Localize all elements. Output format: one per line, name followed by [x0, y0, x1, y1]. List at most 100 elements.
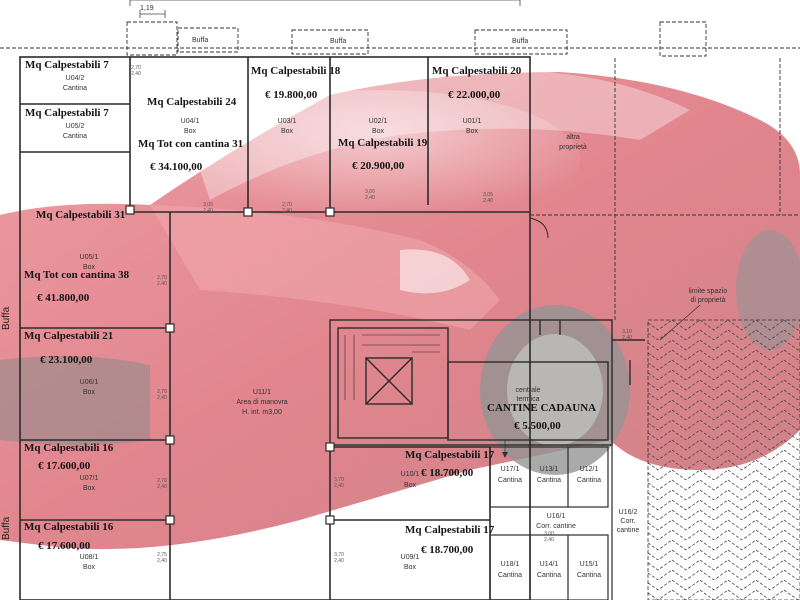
unit-u05-1-area: Mq Calpestabili 31 [36, 209, 126, 221]
buffa-label: Buffa [512, 38, 529, 45]
stair-block [329, 319, 645, 446]
unit-u01-1-type: Box [465, 128, 479, 135]
door-dimension: 2,40 [157, 395, 167, 401]
unit-u03-1-code: U03/1 [277, 118, 297, 125]
cellars-grid [489, 445, 613, 600]
cellar-u18-1-type: Cantina [497, 572, 523, 579]
door-dimension: 2,40 [544, 537, 554, 543]
cantine-cadauna-price: € 5.500,00 [514, 420, 561, 432]
door-dimension: 3,10 [622, 329, 632, 335]
unit-u07-1-type: Box [82, 485, 96, 492]
unit-u10-1-price: € 18.700,00 [421, 467, 474, 479]
unit-u06-1-price: € 23.100,00 [40, 354, 93, 366]
door-dimension: 2,40 [157, 281, 167, 287]
door-dimension: 2,40 [282, 208, 292, 214]
door-dimension: 2,40 [203, 208, 213, 214]
unit-u08-1-area: Mq Calpestabili 16 [24, 521, 114, 533]
unit-u05-2-area: Mq Calpestabili 7 [25, 107, 109, 119]
limite-leader [659, 304, 701, 341]
door-dimension: 2,40 [131, 71, 141, 77]
door-dimension: 2,40 [622, 335, 632, 341]
cellar-u16-1-code: U16/1 [546, 513, 566, 520]
unit-u09-1-type: Box [403, 564, 417, 571]
unit-u11-1-line2: H. int. m3,00 [242, 409, 282, 416]
unit-u01-1-price: € 22.000,00 [448, 89, 501, 101]
annotation-altra: altra [566, 134, 580, 141]
door-dimension: 2,70 [157, 389, 167, 395]
cellar-u15-1-code: U15/1 [579, 561, 599, 568]
door-dimension: 3,70 [334, 552, 344, 558]
door-dimension: 2,40 [157, 484, 167, 490]
cellar-u15-1-type: Cantina [576, 572, 602, 579]
dimension-label: 1,19 [140, 5, 154, 12]
cellar-u13-1-code: U13/1 [539, 466, 559, 473]
unit-u07-1-code: U07/1 [79, 475, 99, 482]
unit-u10-1-type: Box [403, 482, 417, 489]
unit-u10-1-area: Mq Calpestabili 17 [405, 449, 495, 461]
unit-u04-2-area: Mq Calpestabili 7 [25, 59, 109, 71]
door-dimension: 2,70 [282, 202, 292, 208]
unit-u03-1-area: Mq Calpestabili 18 [251, 65, 341, 77]
unit-u05-2-code: U05/2 [65, 123, 85, 130]
unit-u02-1-price: € 20.900,00 [352, 160, 405, 172]
unit-u11-1-line1: Area di manovra [236, 399, 288, 406]
door-dimension: 2,70 [157, 275, 167, 281]
unit-u09-1-area: Mq Calpestabili 17 [405, 524, 495, 536]
cellar-u14-1-type: Cantina [536, 572, 562, 579]
unit-u03-1-type: Box [280, 128, 294, 135]
unit-u05-1-code: U05/1 [79, 254, 99, 261]
cellar-u18-1-code: U18/1 [500, 561, 520, 568]
cellar-u16-1-type: Corr. cantine [536, 523, 576, 530]
top-dimension [129, 0, 521, 18]
unit-u07-1-price: € 17.600,00 [38, 460, 91, 472]
annotation-limite-1: limite spazio [688, 288, 728, 295]
unit-u10-1-code: U10/1 [400, 471, 420, 478]
unit-u04-2-type: Cantina [62, 85, 88, 92]
cellar-u12-1-code: U12/1 [579, 466, 599, 473]
unit-u11-1-code: U11/1 [252, 389, 272, 396]
annotation-termica: termica [516, 396, 540, 403]
unit-u02-1-code: U02/1 [368, 118, 388, 125]
arrow-head [502, 452, 508, 458]
buffa-boxes-top [0, 21, 800, 600]
door-dimension: 2,40 [365, 195, 375, 201]
door-dimension: 2,40 [157, 558, 167, 564]
buffa-label: Buffa [192, 37, 209, 44]
unit-u04-1-code: U04/1 [180, 118, 200, 125]
cellar-u16-2-line1: Corr. [620, 518, 636, 525]
unit-u08-1-code: U08/1 [79, 554, 99, 561]
unit-u05-2-type: Cantina [62, 133, 88, 140]
unit-u04-1-area: Mq Calpestabili 24 [147, 96, 237, 108]
cellar-u13-1-type: Cantina [536, 477, 562, 484]
hatched-area-border [647, 319, 800, 600]
door-dimension: 3,05 [483, 192, 493, 198]
unit-u01-1-code: U01/1 [462, 118, 482, 125]
unit-u03-1-price: € 19.800,00 [265, 89, 318, 101]
unit-u06-1-type: Box [82, 389, 96, 396]
door-dimension: 3,05 [203, 202, 213, 208]
unit-u09-1-code: U09/1 [400, 554, 420, 561]
buffa-label-vertical: Buffa [1, 516, 12, 540]
unit-u02-1-area: Mq Calpestabili 19 [338, 137, 428, 149]
door-dimension: 2,75 [157, 552, 167, 558]
unit-u04-1-price: € 34.100,00 [150, 161, 203, 173]
cellar-u16-2-code: U16/2 [618, 509, 638, 516]
unit-u09-1-price: € 18.700,00 [421, 544, 474, 556]
unit-u06-1-area: Mq Calpestabili 21 [24, 330, 114, 342]
columns [125, 205, 335, 525]
unit-u08-1-price: € 17.600,00 [38, 540, 91, 552]
unit-u06-1-code: U06/1 [79, 379, 99, 386]
door-dimension: 2,40 [334, 483, 344, 489]
unit-u05-1-type: Box [82, 264, 96, 271]
unit-u04-2-code: U04/2 [65, 75, 85, 82]
cellar-u14-1-code: U14/1 [539, 561, 559, 568]
unit-u04-1-total-area: Mq Tot con cantina 31 [138, 138, 244, 150]
unit-u07-1-area: Mq Calpestabili 16 [24, 442, 114, 454]
cellar-u17-1-code: U17/1 [500, 466, 520, 473]
annotation-centrale: centrale [515, 387, 541, 394]
annotation-limite-2: di proprietà [690, 297, 726, 304]
door-dimension: 3,70 [334, 477, 344, 483]
cellar-u12-1-type: Cantina [576, 477, 602, 484]
